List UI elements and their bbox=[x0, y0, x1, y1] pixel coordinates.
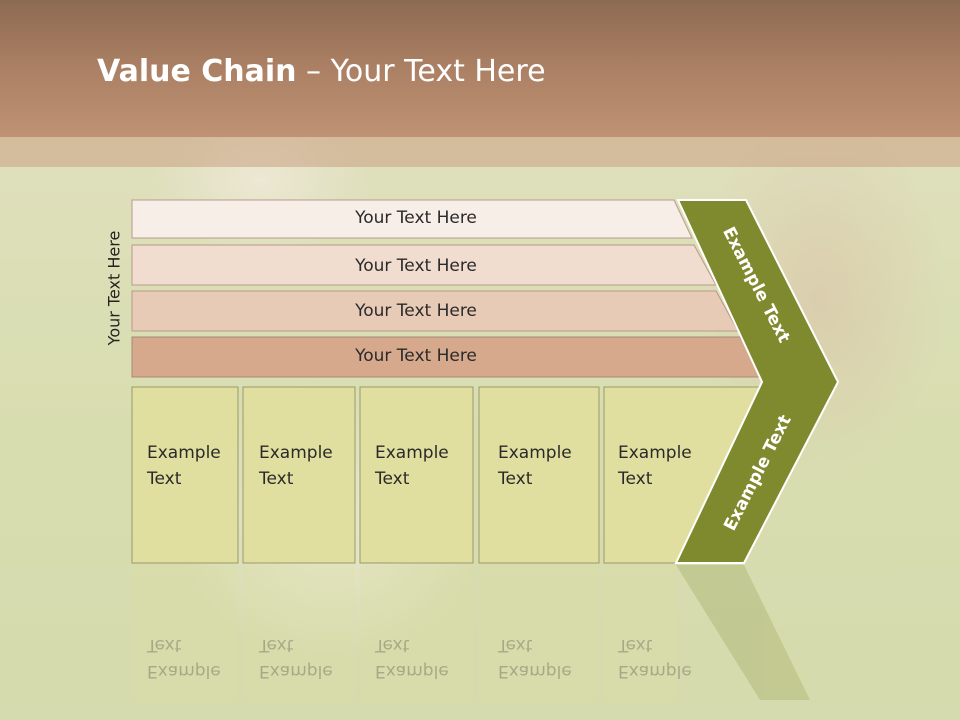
slide-title: Value Chain – Your Text Here bbox=[97, 54, 546, 89]
box-1-line2: Text bbox=[147, 469, 182, 489]
box-5-reflection-line2: Text bbox=[618, 635, 653, 655]
box-4-shape bbox=[478, 386, 600, 564]
box-1-shape bbox=[131, 386, 239, 564]
bar-3-label: Your Text Here bbox=[355, 301, 477, 321]
box-3-line2: Text bbox=[375, 469, 410, 489]
box-2-reflection bbox=[243, 565, 355, 705]
box-5-reflection-line1: Example bbox=[618, 661, 692, 681]
slide-title-bold: Value Chain bbox=[97, 54, 297, 89]
box-3-reflection-line1: Example bbox=[375, 661, 449, 681]
box-4-reflection-line2: Text bbox=[498, 635, 533, 655]
box-3-reflection-text: Example Text bbox=[375, 632, 449, 684]
box-4-line2: Text bbox=[498, 469, 533, 489]
box-1-reflection-line2: Text bbox=[147, 635, 182, 655]
box-2-shape bbox=[242, 386, 356, 564]
box-2-reflection-line1: Example bbox=[259, 661, 333, 681]
box-1-reflection bbox=[132, 565, 238, 705]
box-3-reflection-line2: Text bbox=[375, 635, 410, 655]
box-2-reflection-line2: Text bbox=[259, 635, 294, 655]
title-bar bbox=[0, 0, 960, 137]
bar-1-shape bbox=[131, 199, 693, 239]
reflection-group bbox=[132, 565, 810, 705]
bar-1-label: Your Text Here bbox=[355, 208, 477, 228]
box-1-line1: Example bbox=[147, 443, 221, 463]
slide-title-rest: – Your Text Here bbox=[296, 54, 546, 89]
box-3-reflection bbox=[360, 565, 473, 705]
box-4-reflection-text: Example Text bbox=[498, 632, 572, 684]
box-5-line2: Text bbox=[618, 469, 653, 489]
box-5-reflection-text: Example Text bbox=[618, 632, 692, 684]
chevron-shape bbox=[674, 199, 840, 564]
bar-4-label: Your Text Here bbox=[355, 346, 477, 366]
box-4-reflection-line1: Example bbox=[498, 661, 572, 681]
box-5-line1: Example bbox=[618, 443, 692, 463]
box-2-reflection-text: Example Text bbox=[259, 632, 333, 684]
box-3-line1: Example bbox=[375, 443, 449, 463]
box-4-line1: Example bbox=[498, 443, 572, 463]
box-4-reflection bbox=[479, 565, 599, 705]
box-2-line2: Text bbox=[259, 469, 294, 489]
box-1-reflection-text: Example Text bbox=[147, 632, 221, 684]
bar-2-shape bbox=[131, 244, 717, 286]
title-bar-band bbox=[0, 137, 960, 167]
box-3-shape bbox=[359, 386, 474, 564]
bar-2-label: Your Text Here bbox=[355, 256, 477, 276]
box-2-line1: Example bbox=[259, 443, 333, 463]
box-5-reflection bbox=[604, 565, 676, 705]
box-1-reflection-line1: Example bbox=[147, 661, 221, 681]
chevron-reflection bbox=[676, 565, 810, 700]
